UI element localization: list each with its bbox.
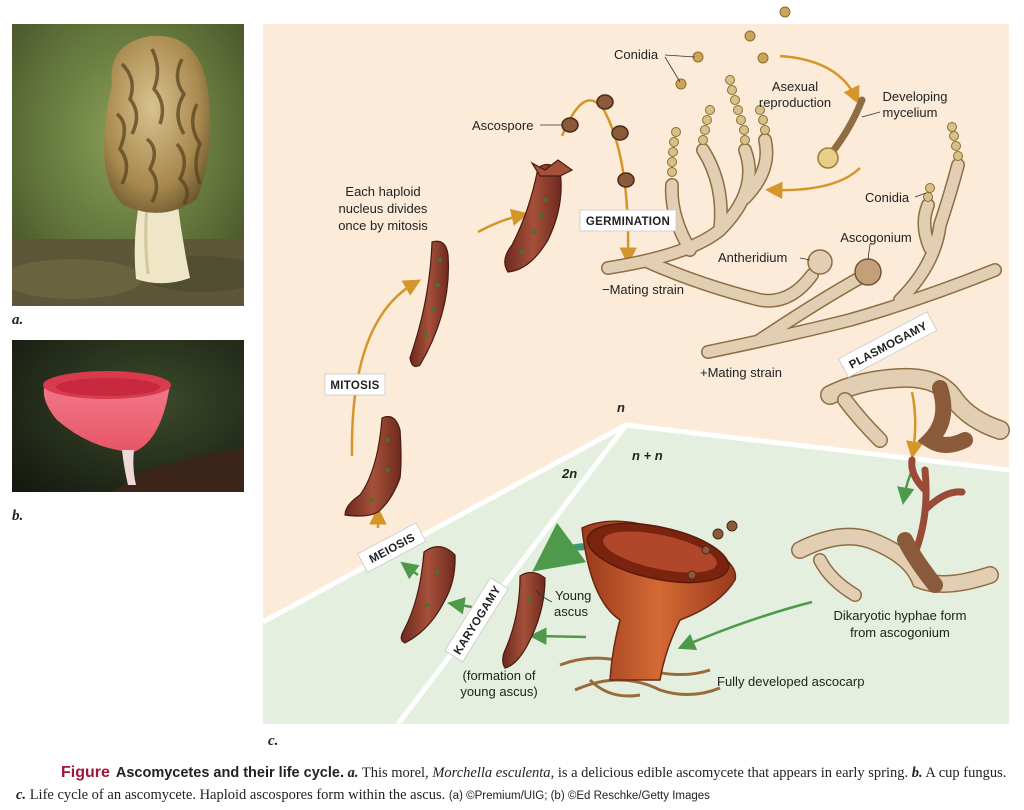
ascospores	[561, 94, 635, 188]
dikaryotic-hyphae	[791, 456, 999, 602]
morel-photo	[12, 24, 244, 306]
ascocarp-spores	[687, 520, 738, 580]
mitosis-label: MITOSIS	[324, 373, 386, 396]
each-haploid-line2: nucleus divides	[339, 201, 428, 216]
conidia-spores-top	[675, 6, 791, 90]
arrow-mycelium-return	[765, 167, 861, 200]
germination-label: GERMINATION	[579, 209, 677, 232]
antheridium	[807, 249, 833, 275]
arrow-mitosis-up	[350, 279, 422, 457]
minus-strain-label: −Mating strain	[602, 282, 684, 297]
caption-figure: Figure	[61, 764, 110, 781]
conidia-right-label: Conidia	[865, 190, 910, 205]
developing-line1: Developing	[882, 89, 947, 104]
ascus-nuclei	[370, 198, 548, 607]
panel-b-label: b.	[12, 508, 24, 524]
formation-line1: (formation of	[463, 668, 536, 683]
each-haploid-line1: Each haploid	[345, 184, 420, 199]
asci	[344, 159, 574, 669]
plasmogamy-hyphae	[820, 367, 1010, 453]
caption-part-c: c.	[16, 787, 27, 803]
asexual-line1: Asexual	[772, 79, 818, 94]
svg-text:GERMINATION: GERMINATION	[586, 216, 670, 228]
germinating-conidium	[817, 147, 839, 169]
caption-text-c: Life cycle of an ascomycete. Haploid asc…	[26, 787, 446, 803]
caption-part-a: a.	[347, 765, 359, 781]
caption-species: Morchella esculenta	[432, 765, 551, 781]
arrow-ascospore-germination	[560, 99, 637, 265]
plus-strain-label: +Mating strain	[700, 365, 782, 380]
ascospore-label: Ascospore	[472, 118, 533, 133]
dikaryon-label: n + n	[632, 448, 663, 463]
caption-part-b: b.	[911, 765, 923, 781]
panel-a-label: a.	[12, 312, 24, 328]
svg-text:MITOSIS: MITOSIS	[330, 380, 379, 392]
dikaryotic-line2: from ascogonium	[850, 625, 950, 640]
cup-fungus-photo	[12, 340, 244, 492]
young-ascus-line2: ascus	[554, 604, 588, 619]
caption-credit: (a) ©Premium/UIG; (b) ©Ed Reschke/Getty …	[448, 790, 710, 802]
ascocarp	[559, 520, 737, 698]
arrow-ascocarp-to-ascus	[529, 627, 587, 645]
life-cycle-diagram: GERMINATION MITOSIS PLASMOGAMY MEIOSIS K…	[261, 6, 1010, 726]
caption-text-b: A cup fungus.	[922, 765, 1007, 781]
dikaryotic-line1: Dikaryotic hyphae form	[834, 608, 967, 623]
young-ascus-line1: Young	[555, 588, 591, 603]
haploid-n-label: n	[617, 400, 625, 415]
conidia-chains	[667, 75, 963, 202]
caption-text-a1: This morel,	[358, 765, 433, 781]
arrow-to-ascocarp	[677, 600, 813, 650]
antheridium-label: Antheridium	[718, 250, 787, 265]
ascocarp-label: Fully developed ascocarp	[717, 674, 864, 689]
panel-c-label: c.	[268, 733, 279, 749]
ascogonium-label: Ascogonium	[840, 230, 912, 245]
arrow-meiosis-left	[400, 561, 420, 580]
conidia-top-label: Conidia	[614, 47, 659, 62]
diploid-label: 2n	[561, 466, 577, 481]
each-haploid-line3: once by mitosis	[338, 218, 428, 233]
caption-text-a2: , is a delicious edible ascomycete that …	[550, 765, 912, 781]
arrow-karyogamy-left	[447, 597, 473, 615]
formation-line2: young ascus)	[460, 684, 537, 699]
arrow-asexual	[779, 54, 860, 105]
caption-title: Ascomycetes and their life cycle.	[115, 765, 344, 781]
ascogonium	[854, 258, 882, 286]
asexual-line2: reproduction	[759, 95, 831, 110]
arrow-plasmogamy-down	[905, 391, 924, 459]
arrow-to-germination	[477, 208, 529, 234]
developing-line2: mycelium	[883, 105, 938, 120]
